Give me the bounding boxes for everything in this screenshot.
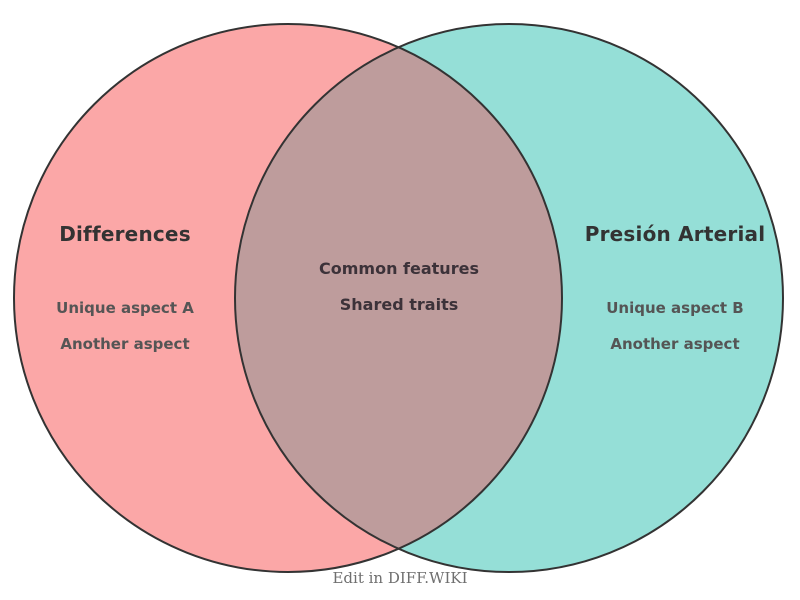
left-set-title: Differences: [59, 222, 191, 246]
left-set-item-2: Another aspect: [60, 334, 190, 353]
right-set-title: Presión Arterial: [584, 222, 766, 246]
overlap-region[interactable]: [235, 24, 783, 572]
overlap-line-2: Shared traits: [339, 294, 459, 314]
overlap-labels: Common features Shared traits: [289, 260, 509, 313]
edit-link[interactable]: Edit in DIFF.WIKI: [332, 569, 468, 587]
left-set-item-1: Unique aspect A: [56, 299, 194, 317]
right-set-item-1: Unique aspect B: [606, 299, 744, 317]
right-set-item-2: Another aspect: [610, 334, 740, 353]
overlap-line-1: Common features: [319, 259, 479, 278]
right-set-labels: Presión Arterial Unique aspect B Another…: [575, 222, 775, 352]
left-circle-outline: [13, 23, 563, 573]
right-circle-outline: [234, 23, 784, 573]
left-set-labels: Differences Unique aspect A Another aspe…: [25, 222, 225, 352]
